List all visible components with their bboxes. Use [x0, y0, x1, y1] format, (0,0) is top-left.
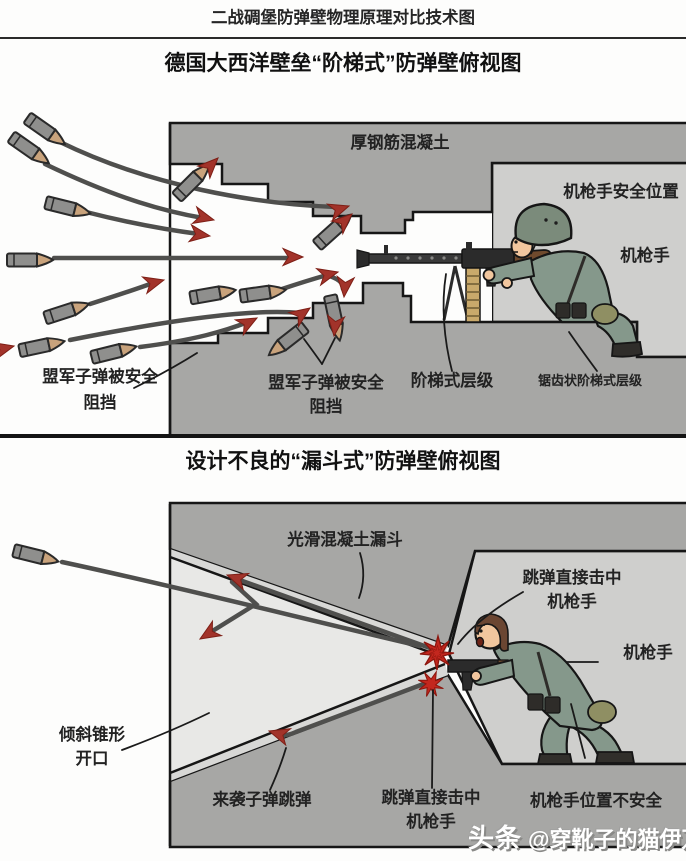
label-gunner-top: 机枪手 — [620, 245, 670, 265]
label-sawtooth-levels: 锯齿状阶梯式层级 — [538, 373, 643, 388]
incoming-bullet-icon — [11, 543, 61, 569]
bullet-trajectories — [42, 139, 346, 350]
label-ricochet-hit-bottom-2: 机枪手 — [406, 811, 456, 831]
label-blocked-left-1: 盟军子弹被安全 — [42, 366, 158, 386]
label-unsafe-position: 机枪手位置不安全 — [530, 790, 663, 810]
label-ricochet-hit-top-1: 跳弹直接击中 — [523, 567, 622, 587]
label-pointers-top — [133, 273, 598, 389]
label-blocked-mid-2: 阻挡 — [310, 396, 343, 416]
label-concrete: 厚钢筋混凝土 — [351, 132, 450, 152]
label-pointers-bottom — [121, 552, 599, 791]
bottom-section-title: 设计不良的“漏斗式”防弹壁俯视图 — [185, 450, 501, 473]
upper-concrete-block — [168, 121, 686, 235]
label-ricochet-hit-bottom-1: 跳弹直接击中 — [382, 787, 481, 807]
watermark: 头条@穿靴子的猫伊万 — [468, 818, 686, 855]
label-smooth-funnel: 光滑混凝土漏斗 — [286, 529, 403, 549]
label-safe-position: 机枪手安全位置 — [563, 181, 679, 201]
label-blocked-mid-1: 盟军子弹被安全 — [268, 372, 384, 392]
label-stepped-levels: 阶梯式层级 — [411, 370, 494, 390]
funnel-wall-diagram: 光滑混凝土漏斗 跳弹直接击中 机枪手 机枪手 倾斜锥形 开口 来袭子弹跳弹 跳弹… — [11, 501, 686, 849]
stepped-wall-diagram: 厚钢筋混凝土 机枪手安全位置 机枪手 盟军子弹被安全 阻挡 盟军子弹被安全 阻挡… — [0, 111, 686, 434]
label-gunner-bottom: 机枪手 — [623, 642, 673, 662]
page-title: 二战碉堡防弹壁物理原理对比技术图 — [0, 0, 686, 39]
watermark-handle: @穿靴子的猫伊万 — [528, 827, 686, 852]
label-cone-opening-1: 倾斜锥形 — [58, 724, 126, 744]
top-section-title: 德国大西洋壁垒“阶梯式”防弹壁俯视图 — [164, 52, 522, 75]
watermark-badge: 头条 — [468, 823, 523, 853]
section-divider — [0, 434, 686, 438]
careless-gunner-figure — [447, 613, 636, 765]
funnel-interior — [170, 557, 445, 773]
label-incoming-ricochet: 来袭子弹跳弹 — [212, 789, 313, 809]
label-cone-opening-2: 开口 — [76, 750, 109, 768]
german-gunner-figure — [482, 202, 644, 358]
label-blocked-left-2: 阻挡 — [84, 392, 117, 412]
funnel-surface-lower — [170, 664, 448, 781]
label-ricochet-hit-top-2: 机枪手 — [547, 591, 597, 611]
